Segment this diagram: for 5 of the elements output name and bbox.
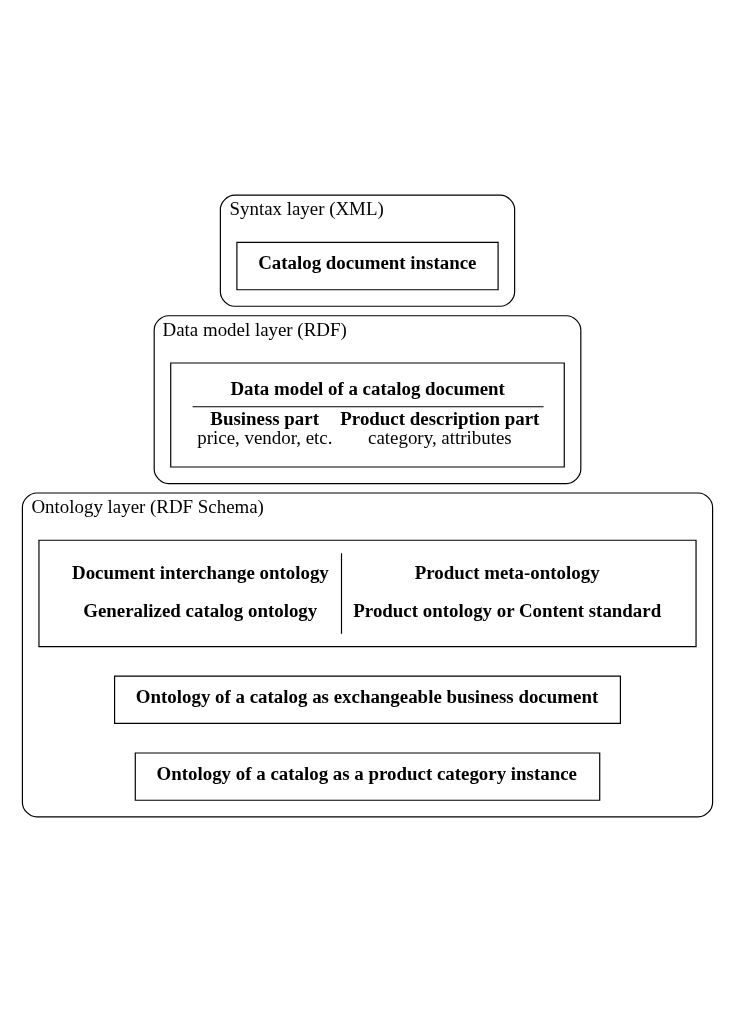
node-box: Document interchange ontology Generalized catalog ontology Product meta-ontology Product ontology or Content standard	[38, 539, 697, 648]
node-box: Catalog document instance	[236, 241, 499, 291]
node-box: Data model of a catalog document Business part price, vendor, etc. Product description part category, attributes	[170, 362, 565, 468]
node-box: Ontology of a catalog as exchangeable business document	[114, 675, 621, 725]
node-box: Ontology of a catalog as a product category instance	[134, 752, 601, 801]
